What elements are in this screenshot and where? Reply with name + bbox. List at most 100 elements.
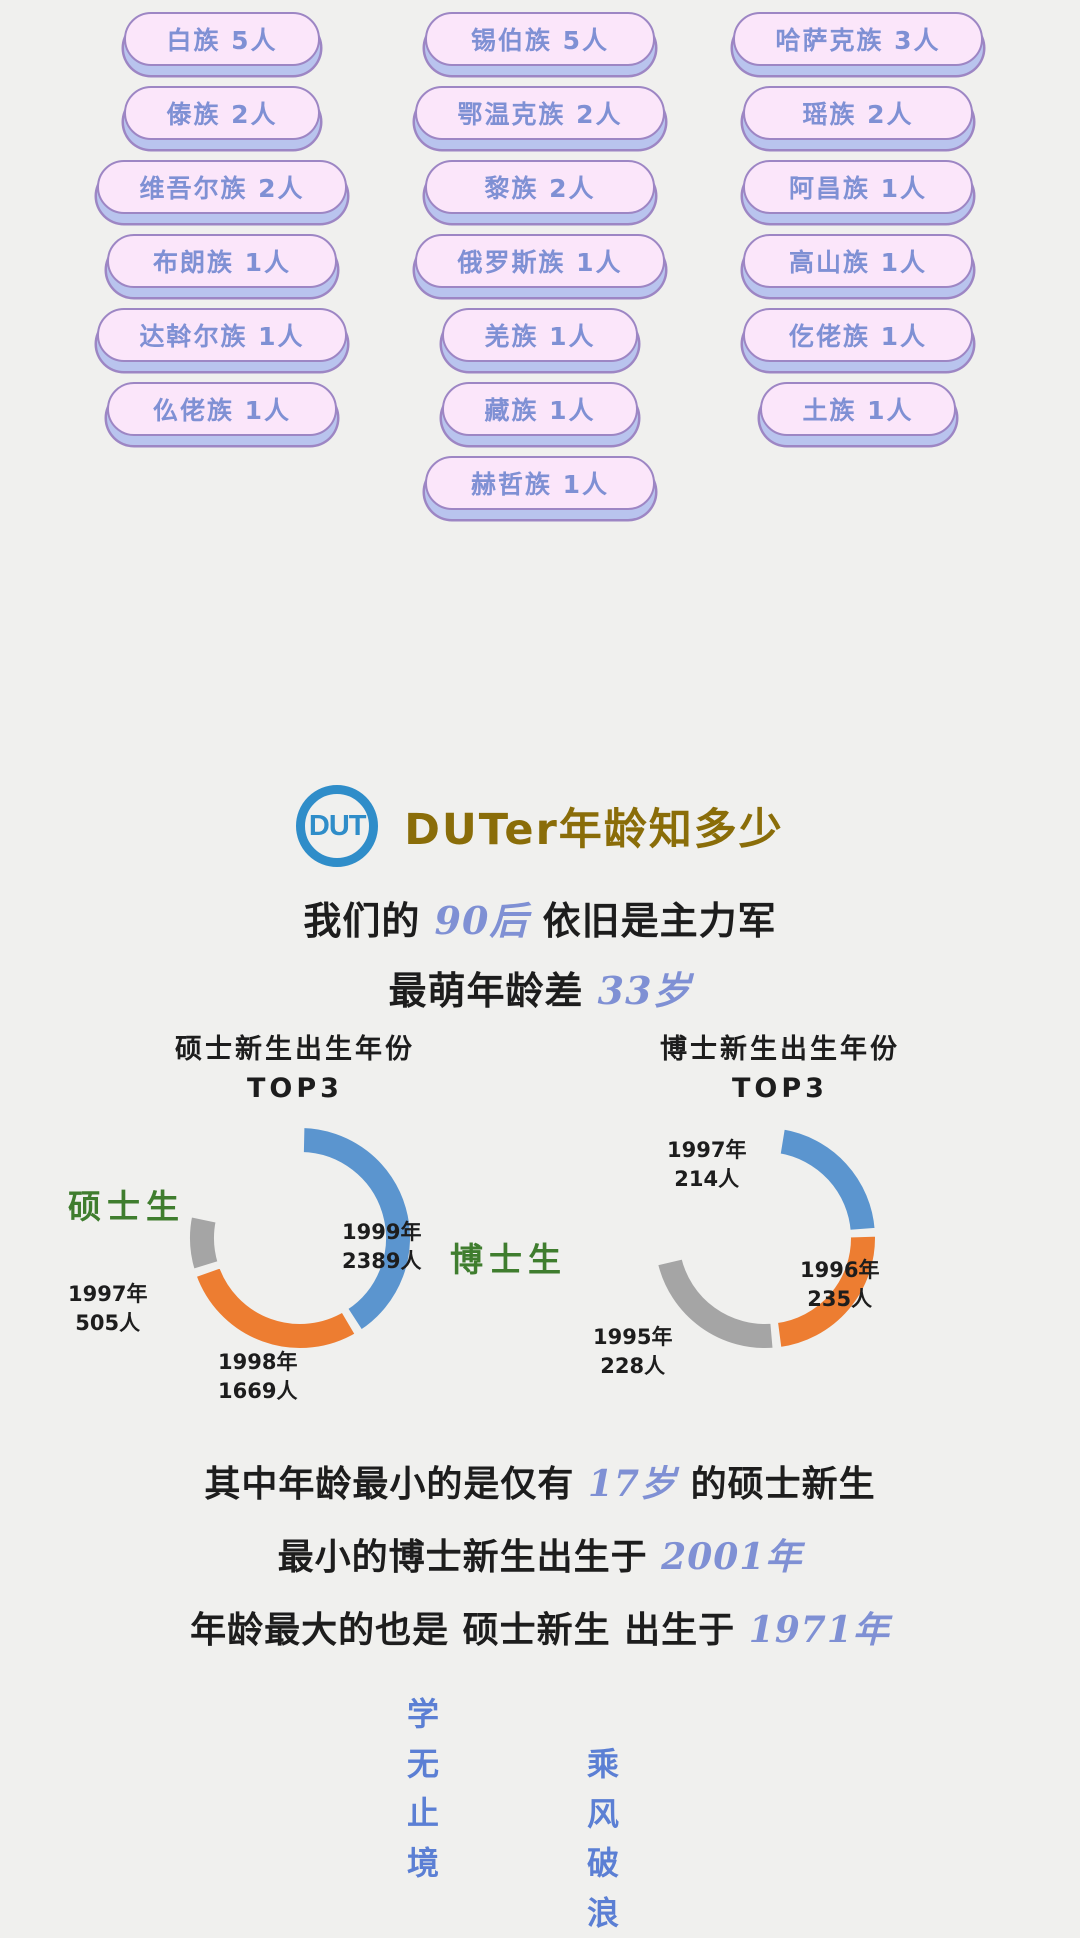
ethnic-group-pill[interactable]: 维吾尔族 2人 bbox=[97, 160, 347, 214]
slogan-char: 浪 bbox=[586, 1893, 619, 1932]
ethnic-group-pill[interactable]: 鄂温克族 2人 bbox=[415, 86, 665, 140]
doctor-segment-label-1996: 1996年 235人 bbox=[800, 1256, 879, 1313]
tail-line-1-part-a: 其中年龄最小的是仅有 bbox=[204, 1464, 588, 1505]
ethnic-pill-cell: 布朗族 1人 bbox=[72, 234, 372, 288]
ethnic-pill-cell: 羌族 1人 bbox=[390, 308, 690, 362]
ethnic-group-pill[interactable]: 仫佬族 1人 bbox=[107, 382, 337, 436]
master-donut-area: 硕士生 1999年 2389人 1998年 1669人 1997年 505人 bbox=[60, 1108, 530, 1408]
dut-logo-icon: DUT bbox=[296, 785, 379, 867]
donut-segment bbox=[191, 1263, 360, 1353]
dut-logo-text: DUT bbox=[308, 809, 367, 842]
master-label-1999-year: 1999年 bbox=[342, 1220, 422, 1245]
doctor-label-1995-count: 228人 bbox=[600, 1353, 666, 1378]
master-chart-heading-line2: TOP3 bbox=[247, 1073, 343, 1105]
master-label-1999-count: 2389人 bbox=[342, 1248, 422, 1273]
master-label-1997-count: 505人 bbox=[75, 1310, 141, 1335]
tail-line-3: 年龄最大的也是 硕士新生 出生于 1971年 bbox=[0, 1601, 1080, 1653]
doctor-chart: 博士新生出生年份 TOP3 博士生 1997年 214人 1996年 235人 … bbox=[450, 1030, 1015, 1420]
ethnic-group-pill[interactable]: 哈萨克族 3人 bbox=[733, 12, 983, 66]
ethnic-group-pill[interactable]: 阿昌族 1人 bbox=[743, 160, 973, 214]
ethnic-group-pill[interactable]: 土族 1人 bbox=[760, 382, 956, 436]
donut-segment bbox=[776, 1125, 879, 1235]
donut-segment bbox=[653, 1255, 777, 1353]
master-label-1997-year: 1997年 bbox=[68, 1282, 148, 1307]
ethnic-group-pill[interactable]: 黎族 2人 bbox=[425, 160, 655, 214]
master-chart: 硕士新生出生年份 TOP3 硕士生 1999年 2389人 1998年 1669… bbox=[60, 1030, 530, 1420]
slogan-char: 学 bbox=[406, 1695, 439, 1733]
master-chart-heading: 硕士新生出生年份 TOP3 bbox=[60, 1030, 530, 1108]
slogan-char: 乘 bbox=[586, 1745, 619, 1783]
ethnic-group-pill-grid: 白族 5人 锡伯族 5人 哈萨克族 3人傣族 2人 鄂温克族 2人 瑶族 2人维吾尔族 … bbox=[0, 12, 1080, 510]
ethnic-group-pill[interactable]: 高山族 1人 bbox=[743, 234, 973, 288]
ethnic-pill-cell: 黎族 2人 bbox=[390, 160, 690, 214]
doctor-label-1996-count: 235人 bbox=[807, 1286, 873, 1311]
ethnic-pill-cell: 达斡尔族 1人 bbox=[72, 308, 372, 362]
master-segment-label-1997: 1997年 505人 bbox=[68, 1280, 147, 1337]
master-degree-label: 硕士生 bbox=[68, 1187, 185, 1227]
donut-segment bbox=[186, 1213, 223, 1274]
doctor-degree-label: 博士生 bbox=[450, 1240, 567, 1280]
ethnic-group-pill[interactable]: 傣族 2人 bbox=[124, 86, 320, 140]
lead-line-1: 我们的 90后 依旧是主力军 bbox=[0, 890, 1080, 945]
ethnic-pill-cell: 瑶族 2人 bbox=[708, 86, 1008, 140]
tail-line-2-highlight: 2001年 bbox=[661, 1536, 803, 1578]
ethnic-pill-cell: 仡佬族 1人 bbox=[708, 308, 1008, 362]
doctor-chart-heading: 博士新生出生年份 TOP3 bbox=[545, 1030, 1015, 1108]
tail-line-3-highlight: 1971年 bbox=[748, 1609, 890, 1651]
doctor-segment-label-1997: 1997年 214人 bbox=[667, 1136, 746, 1193]
ethnic-group-pill[interactable]: 藏族 1人 bbox=[442, 382, 638, 436]
doctor-chart-heading-line1: 博士新生出生年份 bbox=[660, 1034, 900, 1065]
master-chart-heading-line1: 硕士新生出生年份 bbox=[175, 1034, 415, 1065]
ethnic-pill-cell: 锡伯族 5人 bbox=[390, 12, 690, 66]
master-segment-label-1998: 1998年 1669人 bbox=[218, 1348, 297, 1405]
tail-line-2: 最小的博士新生出生于 2001年 bbox=[0, 1528, 1080, 1580]
ethnic-pill-cell: 维吾尔族 2人 bbox=[72, 160, 372, 214]
slogan-left: 学无止境 bbox=[400, 1690, 446, 1888]
slogan-char: 风 bbox=[586, 1794, 619, 1833]
lead-line-1-part-a: 我们的 bbox=[303, 899, 435, 943]
ethnic-group-pill[interactable]: 达斡尔族 1人 bbox=[97, 308, 347, 362]
ethnic-group-pill[interactable]: 俄罗斯族 1人 bbox=[415, 234, 665, 288]
ethnic-group-pill[interactable]: 仡佬族 1人 bbox=[743, 308, 973, 362]
doctor-segment-label-1995: 1995年 228人 bbox=[593, 1323, 672, 1380]
master-donut-chart bbox=[186, 1124, 414, 1353]
master-label-1998-year: 1998年 bbox=[218, 1350, 298, 1375]
ethnic-pill-cell: 俄罗斯族 1人 bbox=[390, 234, 690, 288]
tail-line-1-highlight: 17岁 bbox=[587, 1463, 678, 1505]
doctor-label-1995-year: 1995年 bbox=[593, 1325, 673, 1350]
doctor-donut-chart bbox=[653, 1125, 879, 1353]
donut-segment bbox=[299, 1124, 414, 1335]
ethnic-group-pill[interactable]: 瑶族 2人 bbox=[743, 86, 973, 140]
ethnic-pill-cell: 鄂温克族 2人 bbox=[390, 86, 690, 140]
doctor-label-1997-count: 214人 bbox=[674, 1166, 740, 1191]
doctor-label-1997-year: 1997年 bbox=[667, 1138, 747, 1163]
doctor-label-1996-year: 1996年 bbox=[800, 1258, 880, 1283]
ethnic-group-pill[interactable]: 锡伯族 5人 bbox=[425, 12, 655, 66]
ethnic-group-pill[interactable]: 布朗族 1人 bbox=[107, 234, 337, 288]
slogan-char: 无 bbox=[406, 1744, 439, 1783]
ethnic-group-pill[interactable]: 白族 5人 bbox=[124, 12, 320, 66]
donut-segment bbox=[773, 1232, 879, 1352]
lead-line-1-highlight: 90后 bbox=[434, 898, 529, 943]
tail-line-2-part-a: 最小的博士新生出生于 bbox=[277, 1537, 662, 1578]
ethnic-group-pill[interactable]: 羌族 1人 bbox=[442, 308, 638, 362]
tail-line-1: 其中年龄最小的是仅有 17岁 的硕士新生 bbox=[0, 1455, 1080, 1507]
ethnic-pill-cell: 仫佬族 1人 bbox=[72, 382, 372, 436]
ethnic-pill-cell: 土族 1人 bbox=[708, 382, 1008, 436]
ethnic-group-pill[interactable]: 赫哲族 1人 bbox=[425, 456, 655, 510]
tail-line-1-part-b: 的硕士新生 bbox=[677, 1464, 876, 1505]
ethnic-pill-cell: 阿昌族 1人 bbox=[708, 160, 1008, 214]
slogan-char: 境 bbox=[406, 1843, 439, 1882]
master-label-1998-count: 1669人 bbox=[218, 1378, 298, 1403]
lead-line-2-highlight: 33岁 bbox=[597, 968, 692, 1013]
slogan-char: 破 bbox=[586, 1844, 619, 1883]
charts-container: 硕士新生出生年份 TOP3 硕士生 1999年 2389人 1998年 1669… bbox=[0, 1030, 1080, 1420]
ethnic-pill-cell: 高山族 1人 bbox=[708, 234, 1008, 288]
slogan-char: 止 bbox=[406, 1794, 439, 1833]
ethnic-pill-cell: 哈萨克族 3人 bbox=[708, 12, 1008, 66]
ethnic-pill-cell: 赫哲族 1人 bbox=[390, 456, 690, 510]
lead-line-2-part-a: 最萌年龄差 bbox=[388, 969, 598, 1013]
lead-line-2: 最萌年龄差 33岁 bbox=[0, 960, 1080, 1015]
tail-line-3-part-a: 年龄最大的也是 硕士新生 出生于 bbox=[190, 1610, 749, 1651]
section-header: DUT DUTer年龄知多少 bbox=[0, 785, 1080, 867]
